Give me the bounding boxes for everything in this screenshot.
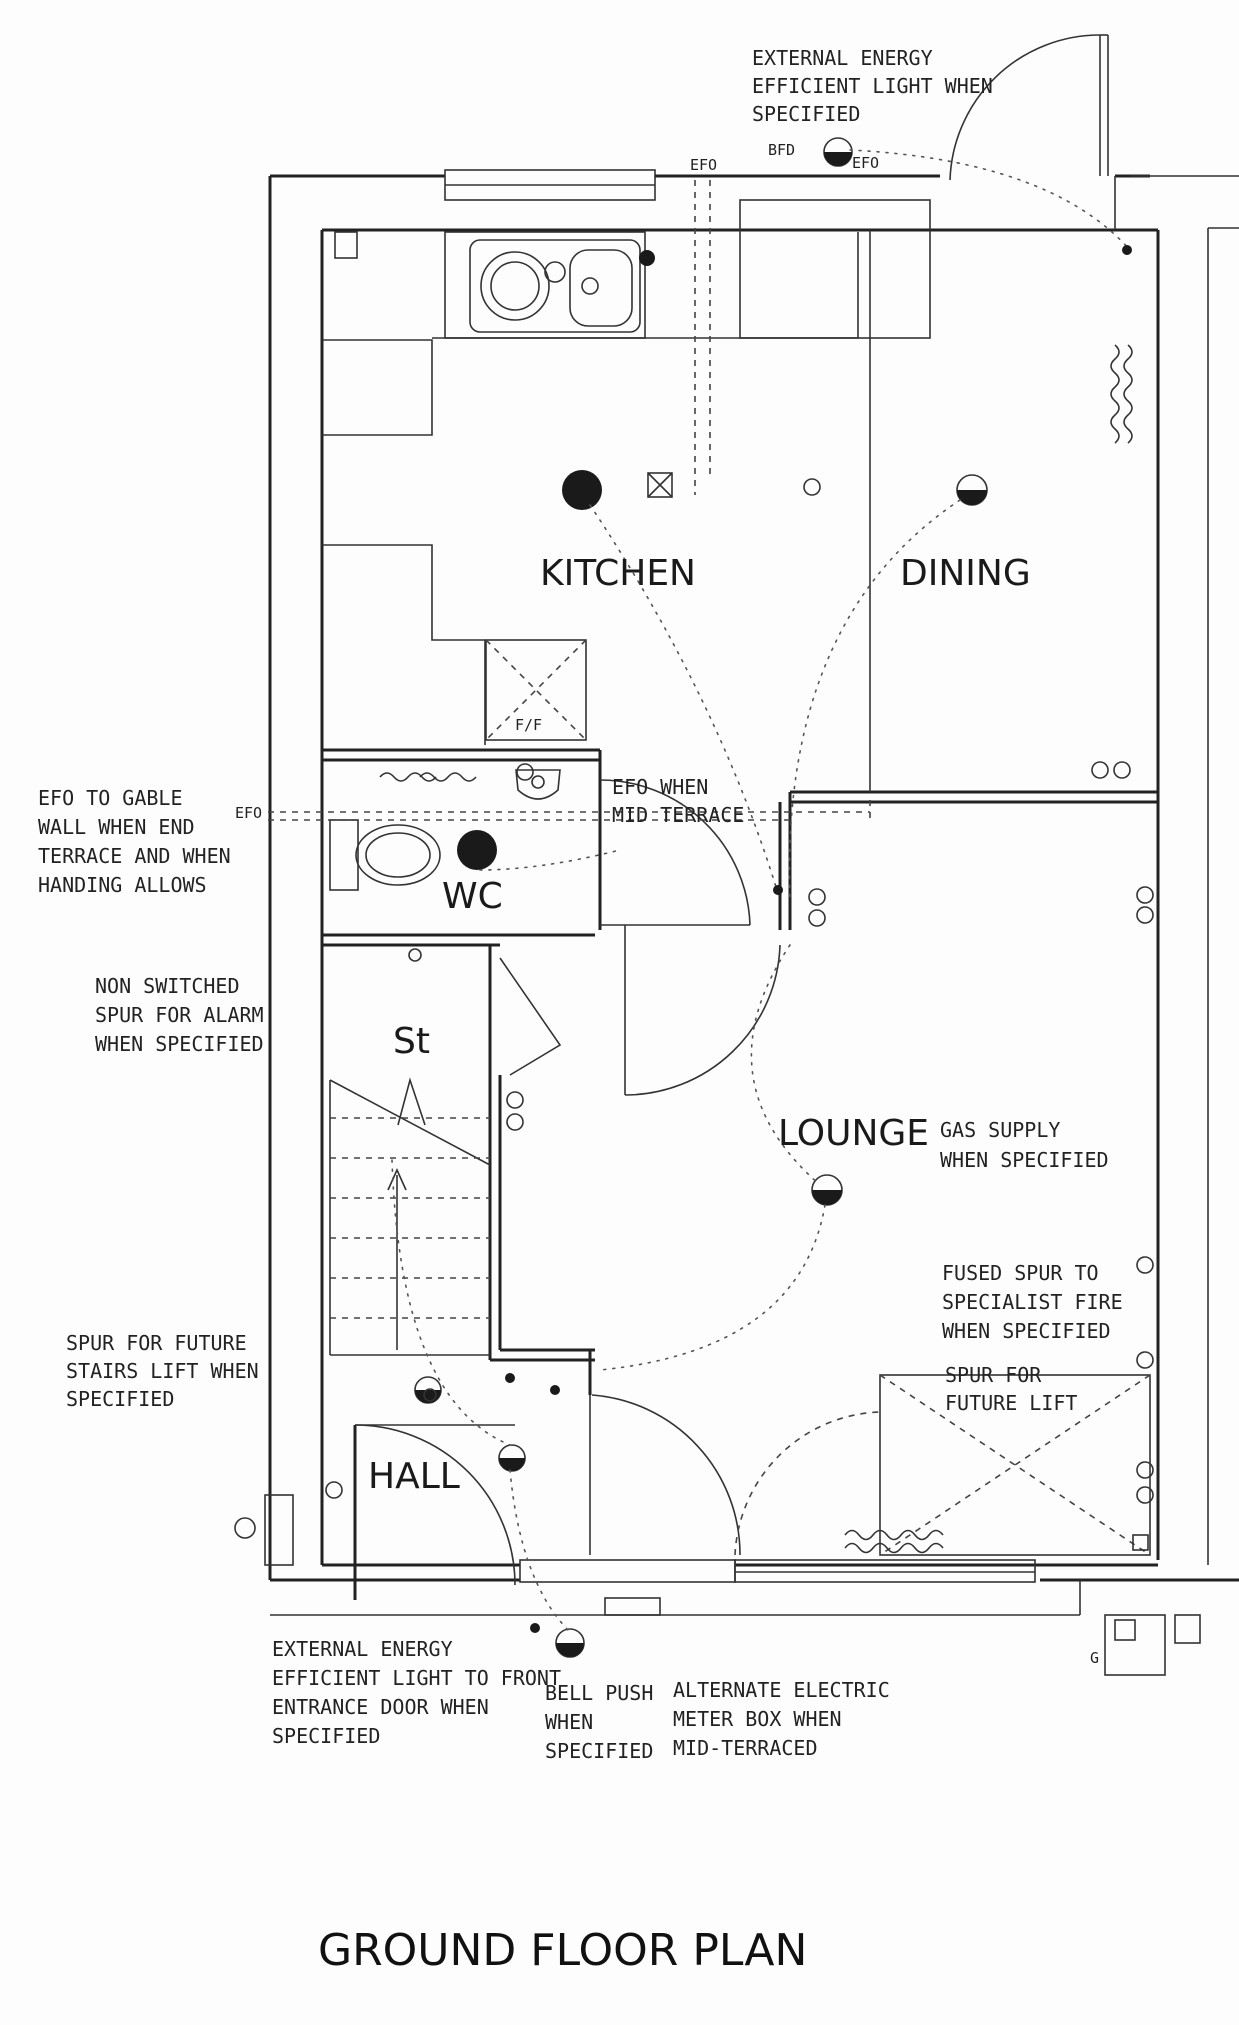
doors [354,34,1109,1586]
meter-boxes [234,1494,1201,1676]
bfd-label: BFD [768,141,795,159]
note-external-light-front: EXTERNAL ENERGY EFFICIENT LIGHT TO FRONT… [272,1637,573,1748]
pendant-light-dining [956,474,988,506]
kitchen-units [322,199,931,745]
note-external-light-top: EXTERNAL ENERGY EFFICIENT LIGHT WHEN SPE… [752,46,1005,126]
note-meter-box: ALTERNATE ELECTRIC METER BOX WHEN MID-TE… [673,1678,902,1760]
note-bell-push: BELL PUSH WHEN SPECIFIED [545,1681,665,1763]
outer-walls [268,169,1239,1616]
plan-title: GROUND FLOOR PLAN [318,1925,807,1976]
dining-label: DINING [900,553,1031,594]
gas-meter-label: G [1090,1649,1099,1667]
wc-label: WC [442,876,503,917]
sockets [325,245,1154,1633]
note-fused-spur: FUSED SPUR TO SPECIALIST FIRE WHEN SPECI… [942,1261,1135,1343]
wc-toilet-icon [329,819,441,891]
external-light-rear [823,137,853,167]
kitchen-label: KITCHEN [540,553,696,594]
sink-icon [469,239,641,333]
fridge-freezer-icon: F/F [485,639,587,741]
efo-label-top: EFO [690,156,717,174]
internal-walls [322,230,1158,1600]
future-lift-icon [734,1374,1151,1556]
note-efo-mid: EFO WHEN MID TERRACE [612,775,744,827]
wc-basin-icon [515,769,561,800]
stairs [329,1077,491,1356]
extractor-icon [647,472,821,498]
efo-dashed-line [268,180,871,821]
ceiling-lights [414,137,988,1658]
ff-label: F/F [515,716,542,734]
efo-label-top-right: EFO [852,154,879,172]
hall-light [498,1444,526,1472]
note-gas-supply: GAS SUPPLY WHEN SPECIFIED [940,1118,1109,1172]
pendant-light-lounge [811,1174,843,1206]
note-spur-future-lift: SPUR FOR FUTURE LIFT [945,1363,1077,1415]
note-non-switched-spur: NON SWITCHED SPUR FOR ALARM WHEN SPECIFI… [95,974,276,1056]
note-spur-stairs-lift: SPUR FOR FUTURE STAIRS LIFT WHEN SPECIFI… [66,1331,271,1411]
store-label: St [393,1021,430,1062]
wiring-paths [391,149,1131,1631]
wc-radiator-icon [379,772,477,782]
efo-label-left: EFO [235,804,262,822]
note-efo-gable: EFO TO GABLE WALL WHEN END TERRACE AND W… [38,786,243,897]
lounge-label: LOUNGE [778,1113,929,1154]
radiators [844,344,1133,1554]
hall-label: HALL [368,1456,460,1497]
external-light-front [555,1628,585,1658]
